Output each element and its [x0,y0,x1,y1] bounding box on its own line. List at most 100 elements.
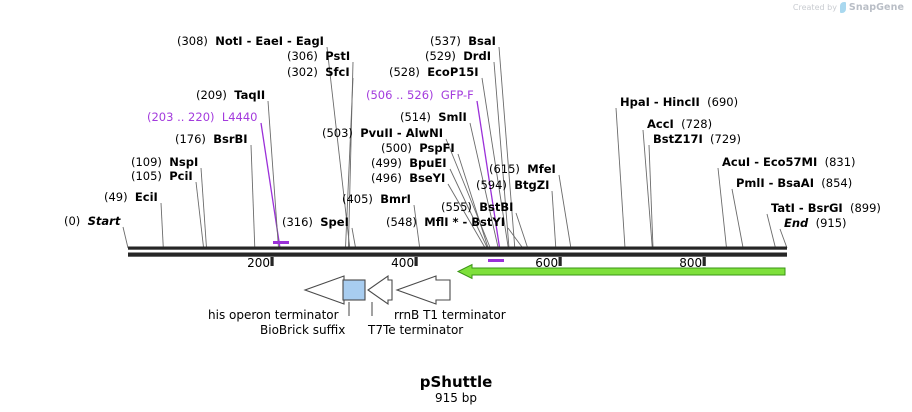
site-label[interactable]: (537) BsaI [430,35,496,47]
site-position: (915) [815,216,847,230]
site-label[interactable]: (105) PciI [131,170,193,182]
site-leader-line [642,129,653,249]
site-label[interactable]: AcuI - Eco57MI (831) [722,156,856,168]
site-label[interactable]: (302) SfcI [287,66,350,78]
site-position: (209) [196,88,227,102]
site-label[interactable]: (306) PstI [287,50,350,62]
site-name: TatI [771,201,795,215]
site-label[interactable]: (528) EcoP15I [389,66,479,78]
site-name: AcuI [722,155,751,169]
ruler-tick-label: 600 [535,256,559,270]
site-leader-line [498,46,516,249]
site-label[interactable]: (405) BmrI [342,193,411,205]
site-name: SmlI [438,110,467,124]
site-leader-line [200,167,207,249]
feature-caption[interactable]: rrnB T1 terminator [394,308,506,322]
site-name: EcoP15I [427,65,479,79]
site-label[interactable]: (176) BsrBI [175,133,248,145]
site-position: (308) [177,34,208,48]
site-leader-line [445,138,491,249]
site-leader-line [457,153,489,249]
site-name: BstBI [479,200,514,214]
site-label[interactable]: (316) SpeI [282,216,349,228]
site-position: (899) [850,201,881,215]
site-label[interactable]: (0) Start [64,215,120,227]
site-position: (548) [386,215,417,229]
site-label[interactable]: (203 .. 220) L4440 [147,111,258,123]
feature-biobrick-suffix[interactable] [342,279,366,301]
site-leader-line [347,61,354,249]
site-label[interactable]: HpaI - HincII (690) [620,96,738,108]
site-label[interactable]: AccI (728) [647,118,712,130]
site-leader-line [250,144,256,249]
site-name: Eco57MI [762,155,818,169]
site-position: (506 .. 526) [366,88,434,102]
feature-caption[interactable]: his operon terminator [208,308,339,322]
site-position: (302) [287,65,318,79]
feature-t7te-terminator[interactable] [367,274,393,306]
site-position: (499) [371,156,402,170]
site-position: (0) [64,214,81,228]
site-label[interactable]: BstZ17I (729) [653,133,741,145]
site-label[interactable]: (496) BseYI [371,172,445,184]
site-label[interactable]: (615) MfeI [489,163,556,175]
site-position: (49) [104,190,128,204]
feature-caption[interactable]: T7Te terminator [368,323,464,337]
site-leader-line [558,174,572,249]
caption-connectors [348,302,373,316]
site-label[interactable]: (499) BpuEI [371,157,447,169]
site-label[interactable]: PmlI - BsaAI (854) [736,177,852,189]
name-separator: - [242,34,256,48]
ruler-tick [414,257,418,266]
site-label[interactable]: (529) DrdI [425,50,491,62]
site-label[interactable]: (503) PvuII - AlwNI [322,127,443,139]
feature-caption[interactable]: BioBrick suffix [260,323,346,337]
site-leader-line [481,77,509,249]
site-label[interactable]: (500) PspFI [381,142,455,154]
site-name: AccI [647,117,674,131]
site-leader-line [449,168,488,249]
site-position: (729) [710,132,741,146]
site-position: (690) [707,95,739,109]
site-leader-line [731,188,744,249]
site-position: (615) [489,162,520,176]
site-label[interactable]: (514) SmlI [400,111,467,123]
site-label[interactable]: (209) TaqII [196,89,265,101]
ruler-tick-label: 200 [247,256,271,270]
site-name: HincII [662,95,700,109]
site-label[interactable]: (548) MflI * - BstYI [386,216,505,228]
site-leader-line [122,226,129,249]
site-label[interactable]: (109) NspI [131,156,198,168]
site-leader-line [469,122,499,249]
leaf-icon [839,2,846,13]
site-position: (203 .. 220) [147,110,215,124]
site-label[interactable]: TatI - BsrGI (899) [771,202,881,214]
site-leader-line [615,107,626,249]
site-leader-line [648,144,654,249]
site-name: BsaAI [777,176,814,190]
site-name: SpeI [320,215,349,229]
name-separator: - [283,34,296,48]
site-name: Start [87,214,121,228]
site-leader-line [160,202,164,249]
site-label[interactable]: (506 .. 526) GFP-F [366,89,474,101]
site-name: EagI [295,34,324,48]
ruler-tick [558,257,562,266]
ruler-tick [702,257,706,266]
feature-rrnb-t1-terminator[interactable] [395,275,451,305]
site-label[interactable]: (594) BtgZI [476,179,549,191]
site-label[interactable]: (555) BstBI [441,201,513,213]
site-leader-line [507,227,524,249]
watermark-prefix: Created by [792,3,837,12]
page-title: pShuttle [419,373,493,391]
site-position: (500) [381,141,412,155]
site-name: BsrGI [807,201,843,215]
site-name: DrdI [463,49,491,63]
site-label[interactable]: (308) NotI - EaeI - EagI [177,35,324,47]
site-name: AlwNI [405,126,444,140]
gfp-feature-arrow[interactable] [456,263,786,280]
site-leader-line [447,183,486,249]
site-label[interactable]: (49) EciI [104,191,158,203]
site-label[interactable]: End (915) [784,217,847,229]
primer-marker-gfp-f [488,259,504,262]
